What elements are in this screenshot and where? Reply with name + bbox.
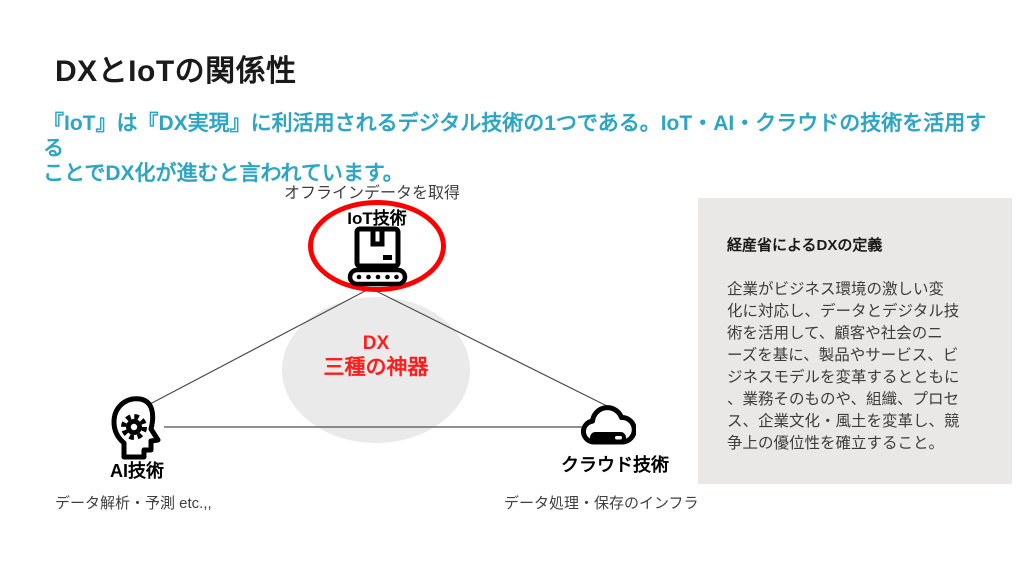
- cloud-note: データ処理・保存のインフラ: [504, 495, 699, 512]
- head-gear-icon: [111, 396, 161, 460]
- dx-center-text: DX 三種の神器: [282, 333, 470, 380]
- cloud-label: クラウド技術: [561, 455, 669, 475]
- slide-subtitle: 『IoT』は『DX実現』に利活用されるデジタル技術の1つである。IoT・AI・ク…: [43, 112, 987, 185]
- iot-caption: オフラインデータを取得: [283, 185, 460, 202]
- package-conveyor-icon: [347, 226, 408, 287]
- definition-heading: 経産省によるDXの定義: [727, 237, 883, 254]
- slide-title: DXとIoTの関係性: [55, 55, 297, 88]
- definition-body: 企業がビジネス環境の激しい変 化に対応し、データとデジタル技 術を活用して、顧客…: [727, 281, 960, 452]
- ai-label: AI技術: [110, 461, 164, 481]
- dx-center-circle: [282, 297, 470, 443]
- definition-panel: 経産省によるDXの定義 企業がビジネス環境の激しい変 化に対応し、データとデジタ…: [698, 198, 1012, 484]
- gear-icon: [121, 414, 147, 440]
- dx-sub-label: 三種の神器: [323, 356, 429, 379]
- iot-label: IoT技術: [347, 209, 407, 228]
- ai-note: データ解析・予測 etc.,,: [55, 495, 212, 512]
- cloud-storage-icon: [580, 405, 636, 445]
- dx-label: DX: [362, 333, 390, 354]
